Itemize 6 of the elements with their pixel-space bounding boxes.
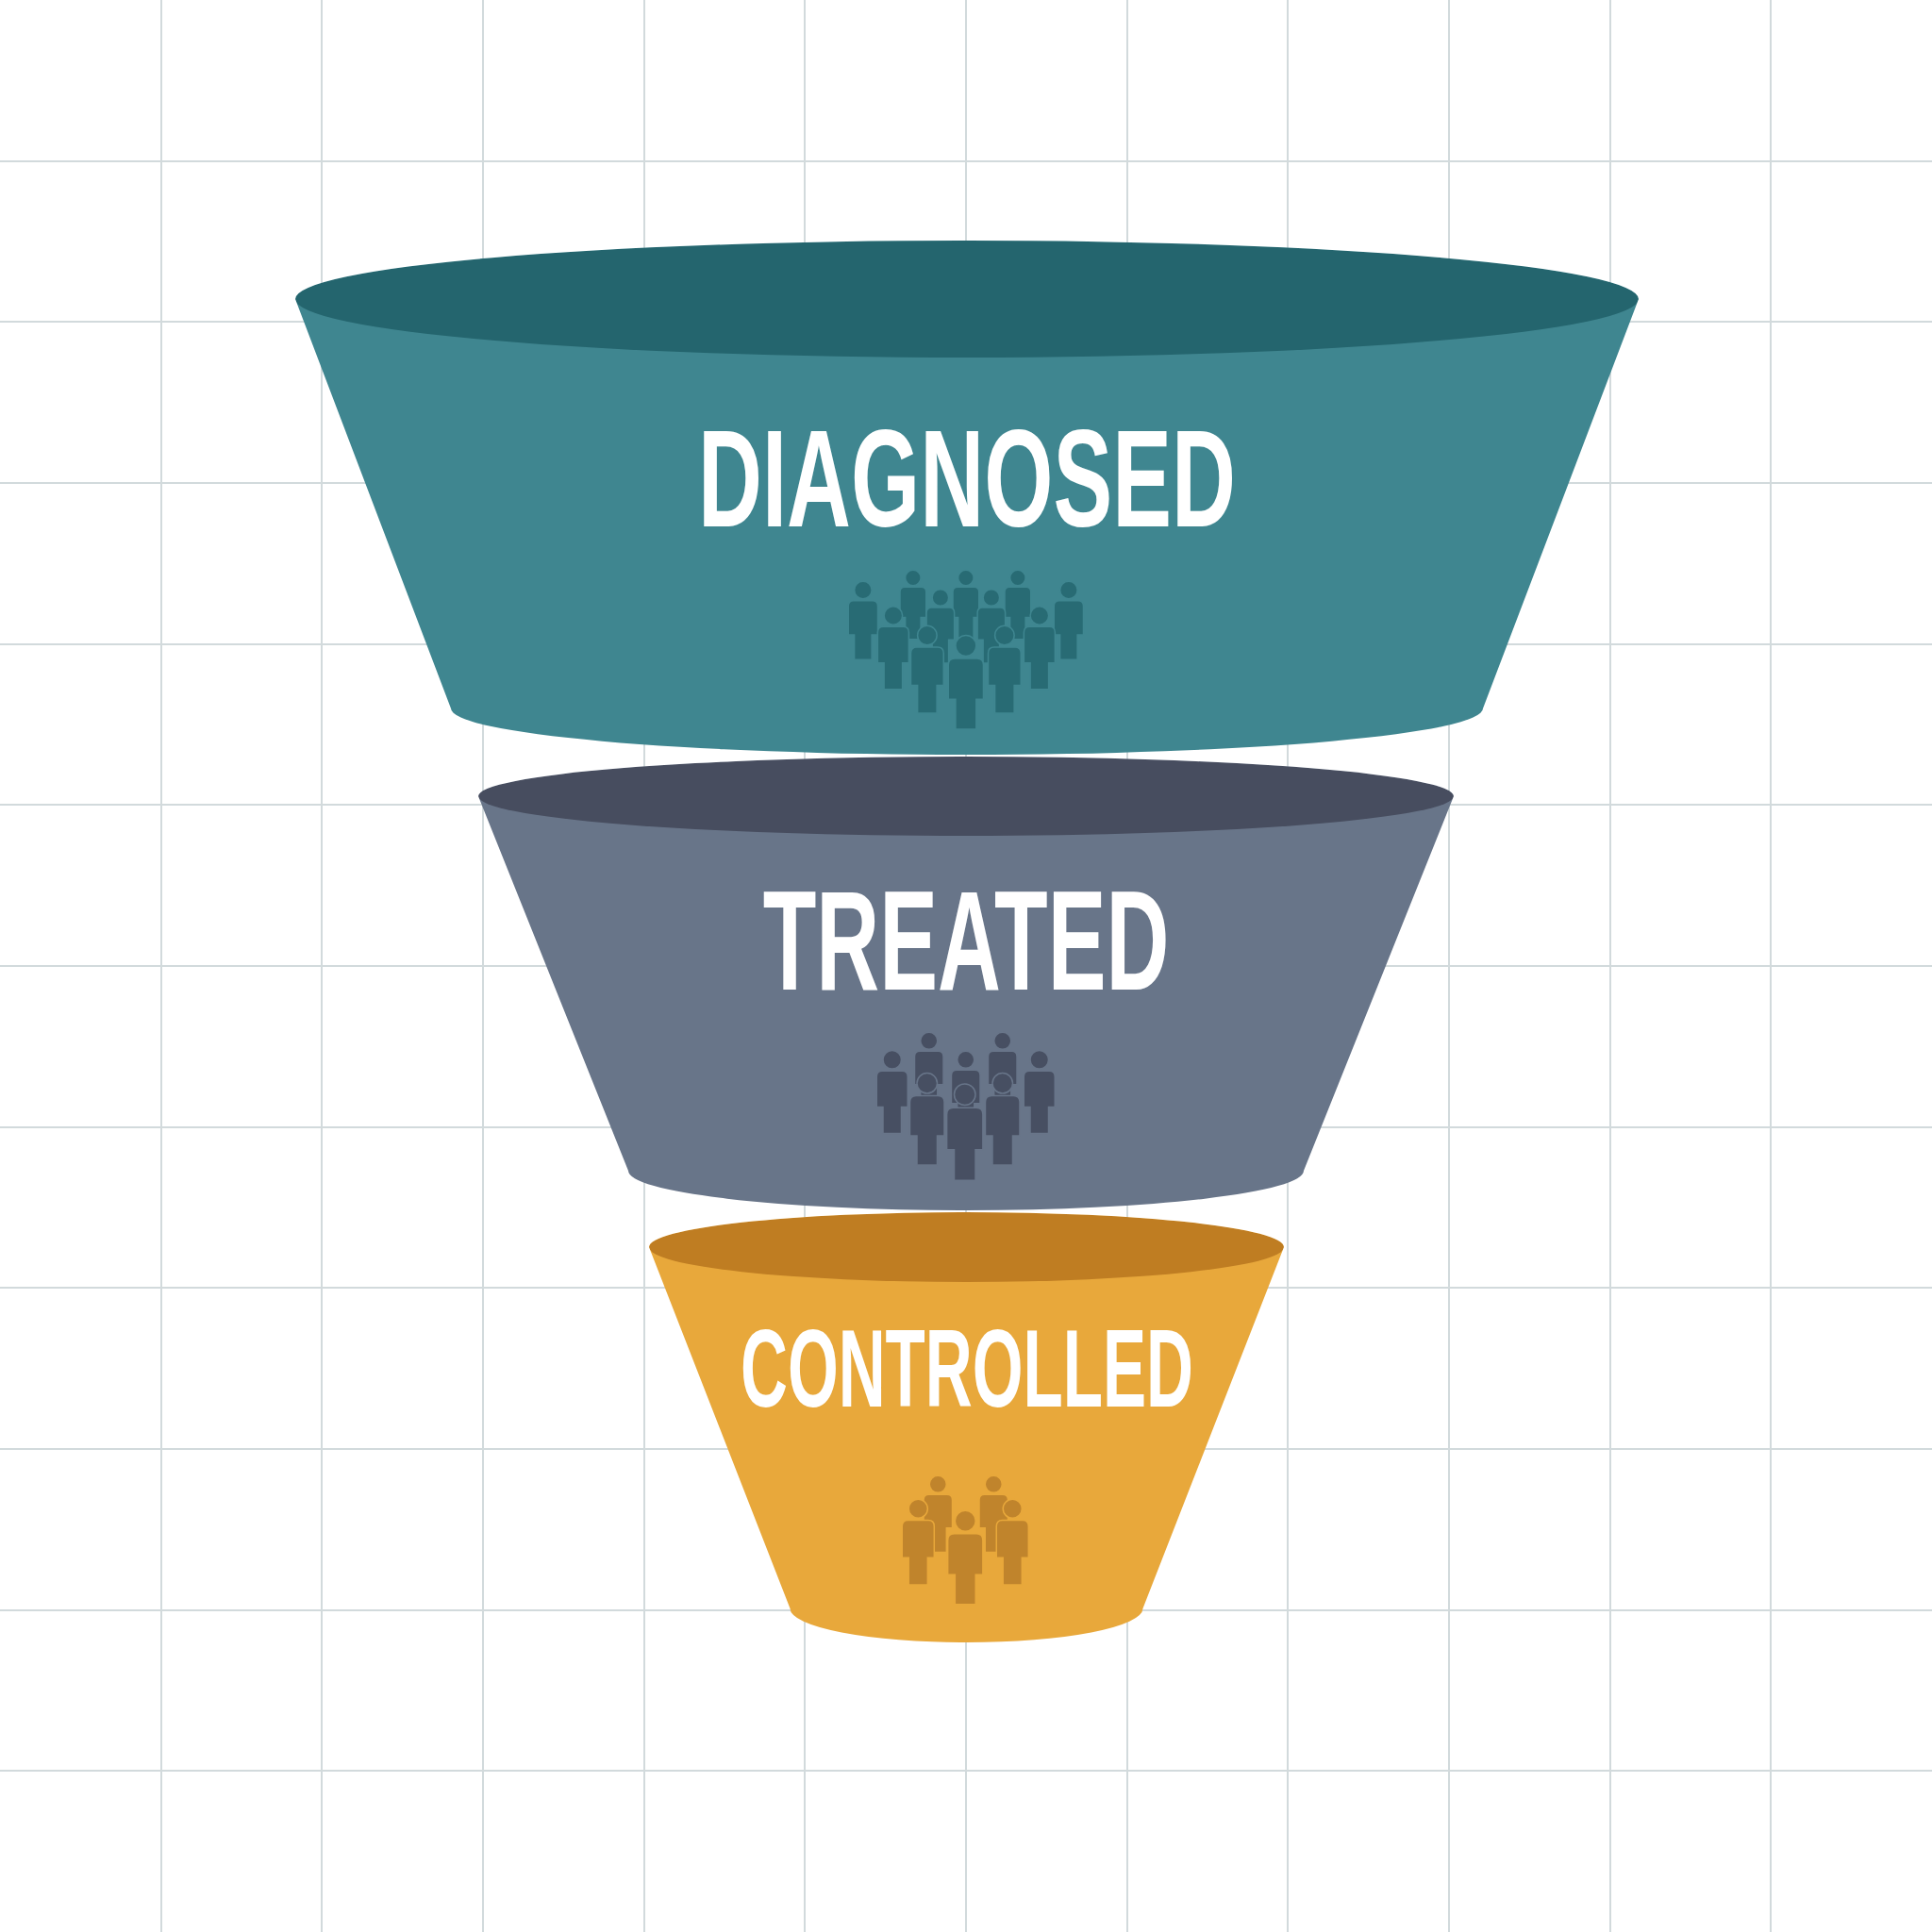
stage-label: DIAGNOSED (698, 408, 1236, 548)
funnel-stage (478, 757, 1454, 1210)
funnel-stage (649, 1212, 1284, 1642)
funnel-stage (295, 241, 1639, 755)
stage-label: CONTROLLED (740, 1315, 1193, 1424)
stage-label: TREATED (762, 871, 1170, 1012)
